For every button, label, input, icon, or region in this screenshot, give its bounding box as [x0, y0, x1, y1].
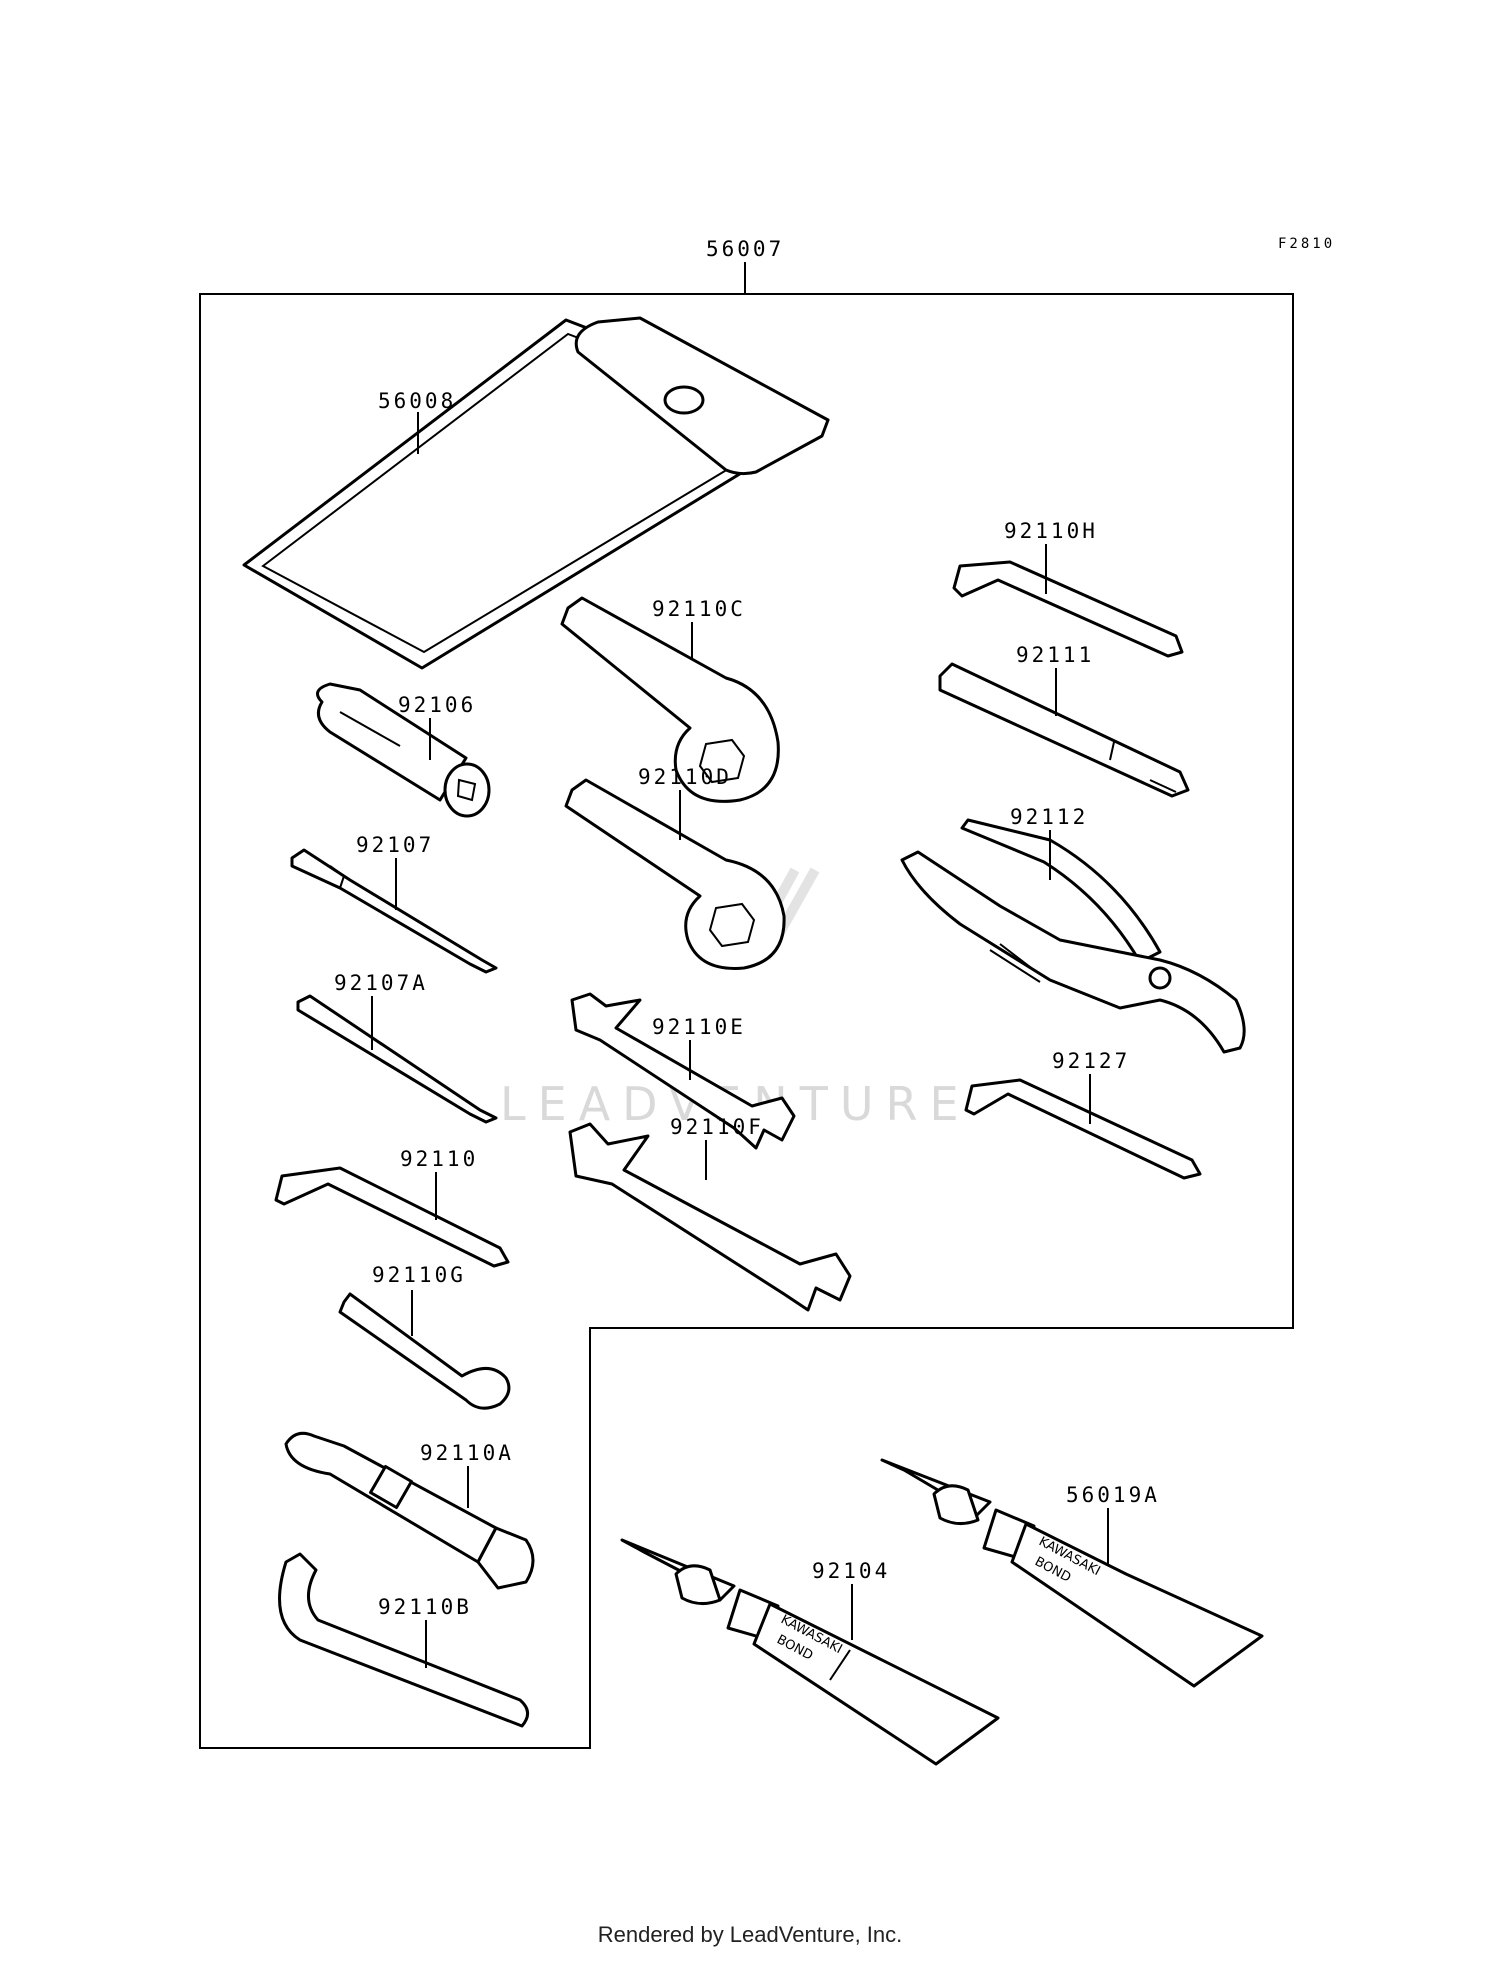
label-92110C: 92110C — [652, 597, 746, 621]
label-92110: 92110 — [400, 1147, 478, 1171]
hex-key-27: 92127 — [964, 1049, 1202, 1180]
hex-wrench: 92110 — [274, 1147, 510, 1268]
open-wrench-f: 92110F — [568, 1115, 852, 1312]
bond-tube-56019A: 56019A KAWASAKI BOND — [880, 1458, 1264, 1688]
label-92111: 92111 — [1016, 643, 1094, 667]
label-92110H: 92110H — [1004, 519, 1098, 543]
screwdriver-a-tool: 92107A — [296, 971, 498, 1124]
label-92106: 92106 — [398, 693, 476, 717]
label-56019A: 56019A — [1066, 1483, 1160, 1507]
label-92112: 92112 — [1010, 805, 1088, 829]
box-wrench: 92110A — [284, 1431, 535, 1590]
footer-credit: Rendered by LeadVenture, Inc. — [597, 1922, 903, 1947]
label-92110E: 92110E — [652, 1015, 746, 1039]
hook-spanner: 92110B — [278, 1552, 529, 1728]
extension-bar: 92111 — [938, 643, 1190, 798]
tool-case: 56008 — [242, 316, 830, 670]
label-92110D: 92110D — [638, 765, 732, 789]
label-92127: 92127 — [1052, 1049, 1130, 1073]
ring-wrench-d: 92110D — [564, 765, 786, 970]
screwdriver-tool: 92107 — [290, 833, 498, 974]
pliers: 92112 — [900, 805, 1246, 1054]
handle-tool: 92106 — [316, 682, 491, 818]
ring-wrench-c: 92110C — [560, 596, 780, 803]
label-56007: 56007 — [706, 237, 784, 261]
pin-spanner: 92110G — [338, 1263, 511, 1410]
hex-key-h: 92110H — [952, 519, 1184, 658]
label-92110G: 92110G — [372, 1263, 466, 1287]
label-92107A: 92107A — [334, 971, 428, 995]
label-92110A: 92110A — [420, 1441, 514, 1465]
label-56008: 56008 — [378, 389, 456, 413]
kit-outline — [199, 293, 1294, 1749]
figure-code: F2810 — [1278, 236, 1335, 252]
open-wrench-e: 92110E — [570, 992, 796, 1150]
label-92110F: 92110F — [670, 1115, 764, 1139]
label-92107: 92107 — [356, 833, 434, 857]
label-92104: 92104 — [812, 1559, 890, 1583]
bond-tube-92104: 92104 KAWASAKI BOND — [620, 1538, 1000, 1766]
label-92110B: 92110B — [378, 1595, 472, 1619]
